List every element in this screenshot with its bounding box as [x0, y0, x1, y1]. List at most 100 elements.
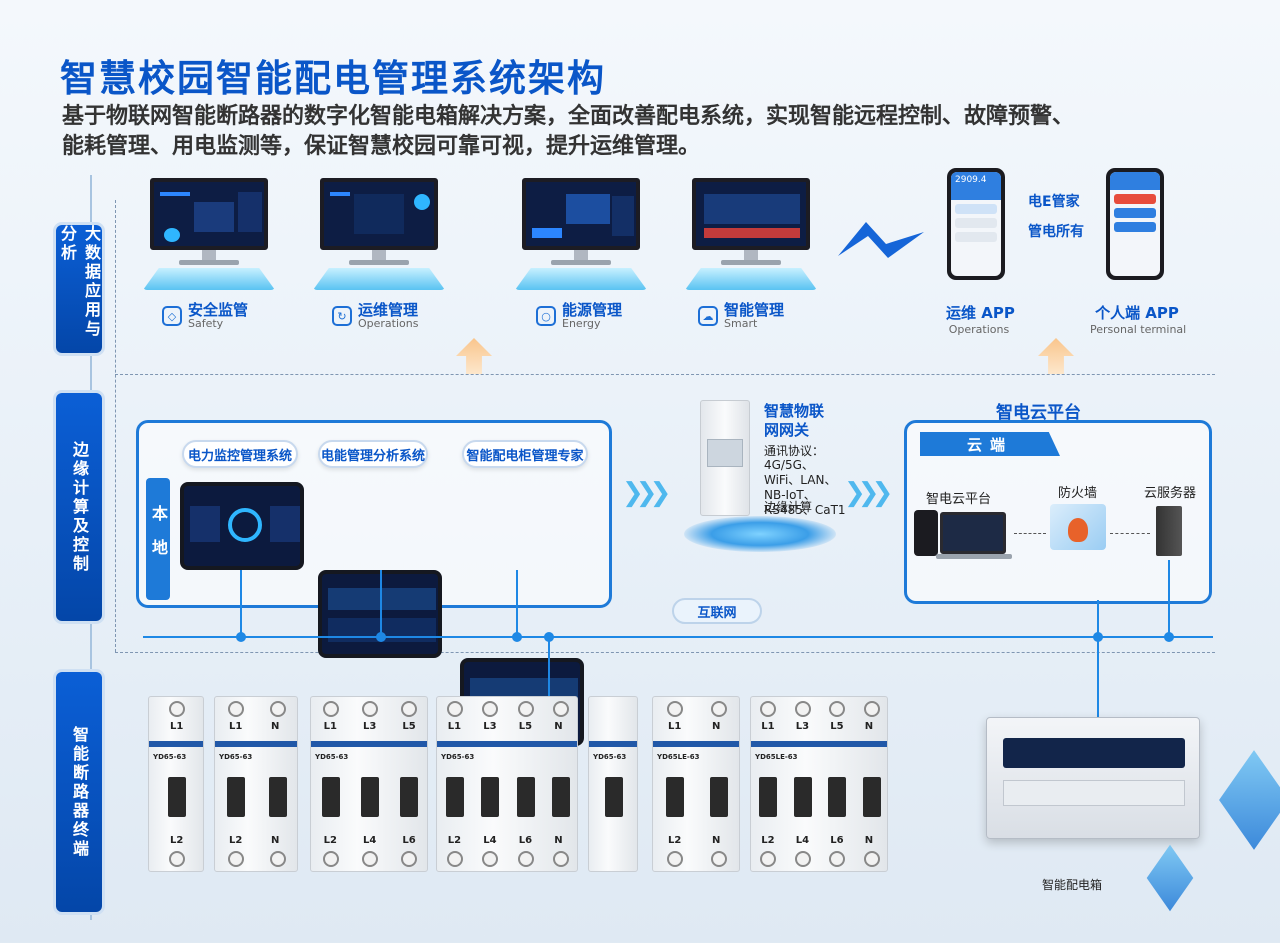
terminal-label: N: [554, 835, 563, 846]
bus-drop: [1168, 560, 1170, 636]
bus-drop: [548, 636, 550, 696]
terminal-label: L3: [363, 721, 377, 732]
brand-slogan: 管电所有: [1028, 224, 1084, 240]
terminal-screw-icon: [711, 701, 727, 717]
pedestal: [515, 268, 647, 290]
breaker-toggle[interactable]: [793, 777, 812, 817]
chevron-right-icon: ❯❯❯: [622, 478, 671, 508]
terminal-label: N: [271, 721, 280, 732]
app-sub: Safety: [188, 317, 224, 330]
terminal-label: L2: [323, 835, 337, 846]
app-label: 安全监管: [188, 301, 249, 319]
monitor-operations: [320, 178, 438, 265]
bus-drop: [240, 570, 242, 636]
breaker-toggle[interactable]: [321, 777, 340, 817]
breaker-toggle[interactable]: [862, 777, 881, 817]
breaker-toggle[interactable]: [552, 777, 571, 817]
breaker-toggle[interactable]: [481, 777, 500, 817]
terminal-label: L1: [668, 721, 682, 732]
breaker-toggle[interactable]: [269, 777, 287, 817]
cloud-phone: [914, 510, 938, 556]
gateway-title: 智慧物联网网关: [764, 402, 825, 439]
bus-drop: [1097, 600, 1099, 720]
terminal-label: N: [554, 721, 563, 732]
breaker-model: YD65-63: [315, 753, 349, 761]
terminal-screw-icon: [760, 701, 777, 717]
terminal-screw-icon: [711, 851, 727, 867]
cloud-laptop: [940, 512, 1006, 554]
breaker-unit: YD65-63: [588, 696, 638, 872]
cloud-head: 云端: [920, 432, 1060, 456]
phone-ops: 2909.4: [947, 168, 1005, 280]
terminal-screw-icon: [322, 851, 339, 867]
breaker-toggle[interactable]: [666, 777, 684, 817]
app-label: 能源管理: [562, 301, 623, 319]
terminal-screw-icon: [446, 851, 463, 867]
flame-icon: [1068, 518, 1088, 542]
terminal-label: L1: [170, 721, 184, 732]
up-arrow-icon: [1038, 338, 1074, 374]
breaker-toggle[interactable]: [361, 777, 379, 817]
terminal-label: L6: [402, 835, 416, 846]
terminal-label: L6: [518, 835, 533, 846]
bus-node: [512, 632, 522, 642]
phone-reading: 2909.4: [951, 172, 1001, 200]
breaker-toggle[interactable]: [605, 777, 623, 817]
monitor-smart: [692, 178, 810, 265]
local-tag-text: 本地: [149, 505, 168, 573]
decor-cube: [1219, 750, 1280, 850]
breaker-model: YD65-63: [441, 753, 475, 761]
layer-tab-terminal: 智能断路器终端: [56, 672, 102, 912]
breaker-toggle[interactable]: [445, 777, 464, 817]
pedestal: [313, 268, 445, 290]
breaker-brand-band: [437, 741, 577, 747]
personal-app-label: 个人端 APP Personal terminal: [1090, 302, 1187, 336]
system-cabinet-expert: 智能配电柜管理专家: [462, 440, 588, 468]
pedestal: [143, 268, 275, 290]
breaker-toggle[interactable]: [828, 777, 847, 817]
distribution-box: [986, 717, 1200, 839]
breaker-toggle[interactable]: [168, 777, 186, 817]
bus-node: [1164, 632, 1174, 642]
layer-tab-big-data: 大数据应用与分析: [56, 225, 102, 353]
terminal-screw-icon: [667, 701, 683, 717]
terminal-label: L1: [323, 721, 337, 732]
distribution-box-label: 智能配电箱: [1042, 878, 1103, 892]
breaker-toggle[interactable]: [227, 777, 245, 817]
breaker-toggle[interactable]: [710, 777, 728, 817]
server-icon: [1156, 506, 1182, 556]
terminal-screw-icon: [517, 851, 534, 867]
breaker-toggle[interactable]: [759, 777, 778, 817]
terminal-label: L2: [170, 835, 184, 846]
internet-badge: 互联网: [672, 598, 762, 624]
terminal-screw-icon: [169, 851, 185, 867]
terminal-label: L6: [830, 835, 844, 846]
terminal-screw-icon: [482, 701, 499, 717]
bus-drop: [380, 570, 382, 636]
breaker-model: YD65-63: [593, 753, 627, 761]
breaker-brand-band: [751, 741, 887, 747]
breaker-toggle[interactable]: [400, 777, 419, 817]
bulb-icon: ○: [536, 306, 556, 326]
terminal-label: L5: [402, 721, 416, 732]
monitor-energy: [522, 178, 640, 265]
breaker-toggle[interactable]: [516, 777, 535, 817]
ops-app-cn: 运维 APP: [946, 304, 1015, 322]
wireless-link-icon: [838, 222, 924, 258]
terminal-screw-icon: [667, 851, 683, 867]
decor-cube: [1146, 844, 1194, 912]
terminal-label: N: [864, 835, 874, 846]
breaker-brand-band: [653, 741, 739, 747]
terminal-label: L1: [447, 721, 462, 732]
breaker-model: YD65LE-63: [755, 753, 798, 761]
terminal-screw-icon: [228, 701, 244, 717]
breaker-brand-band: [311, 741, 427, 747]
gateway-device: [700, 400, 750, 516]
personal-app-en: Personal terminal: [1090, 323, 1187, 336]
layer-divider-bottom: [115, 652, 1215, 653]
network-bus: [143, 636, 1213, 638]
